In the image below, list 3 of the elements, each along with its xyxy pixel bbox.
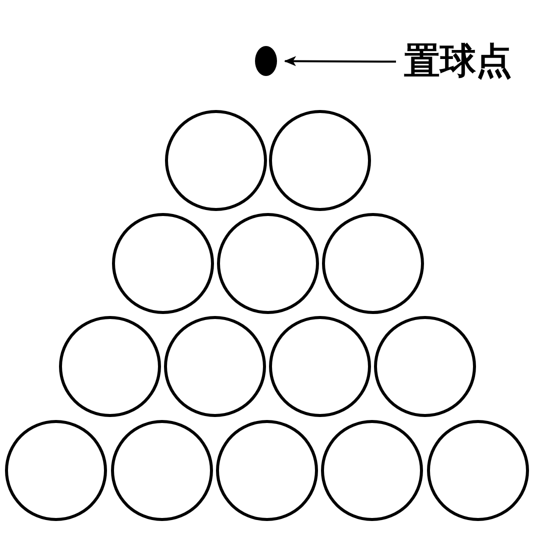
leader-arrow — [284, 56, 396, 66]
spot-label: 置球点 — [404, 44, 512, 80]
spot-dot — [255, 46, 277, 76]
